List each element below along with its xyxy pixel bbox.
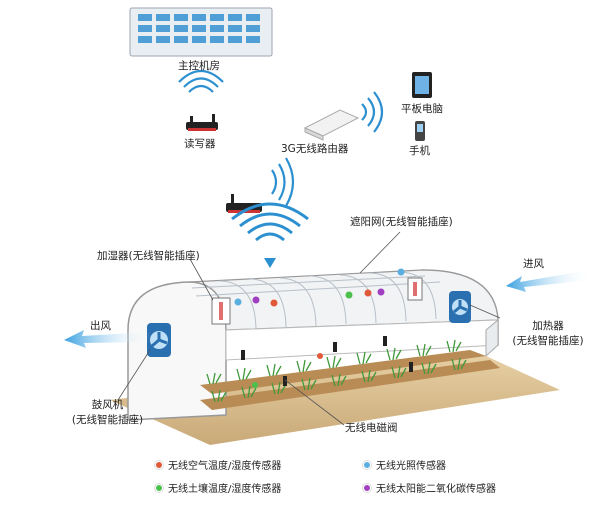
- control-room-label: 主控机房: [178, 60, 220, 72]
- legend-item: 无线空气温度/湿度传感器: [155, 457, 281, 472]
- reader-router-signal-icon: [271, 157, 295, 207]
- greenhouse-floor: [110, 356, 560, 445]
- air-out-arrow: [64, 330, 152, 348]
- valve-label: 无线电磁阀: [345, 422, 398, 434]
- soil-temp-humidity-sensor: [345, 291, 353, 299]
- planting-beds: [200, 336, 500, 410]
- legend-swatch: [155, 460, 163, 469]
- air-temp-humidity-sensor: [317, 353, 323, 359]
- legend-item: 无线太阳能二氧化碳传感器: [363, 480, 496, 495]
- legend-swatch: [155, 483, 163, 492]
- legend-label: 无线空气温度/湿度传感器: [168, 461, 282, 472]
- callout-lines: [117, 231, 501, 426]
- heater-label-line2: (无线智能插座): [512, 335, 584, 347]
- blower-label: 鼓风机 (无线智能插座): [55, 397, 160, 427]
- soil-temp-humidity-sensor: [252, 382, 258, 388]
- air-temp-humidity-sensor: [364, 289, 372, 297]
- sensor-markers: [234, 268, 405, 388]
- air-in-label: 进风: [523, 258, 544, 270]
- tablet-label: 平板电脑: [401, 103, 443, 115]
- control-room-server-icon: [129, 7, 273, 57]
- legend-item: 无线光照传感器: [363, 457, 446, 472]
- legend-swatch: [363, 483, 371, 492]
- heater-label: 加热器 (无线智能插座): [498, 318, 598, 348]
- air-in-arrow: [506, 270, 592, 292]
- air-out-label: 出风: [90, 320, 111, 332]
- router-3g-icon: [303, 109, 360, 141]
- blower-fan-icon: [147, 323, 171, 357]
- intake-fan-icon: [449, 291, 471, 323]
- reader-label: 读写器: [184, 138, 216, 150]
- sunshade-label: 遮阳网(无线智能插座): [350, 216, 453, 228]
- light-sensor: [234, 298, 242, 306]
- light-sensor: [397, 268, 405, 276]
- phone-icon: [415, 121, 425, 141]
- phone-label: 手机: [409, 145, 430, 157]
- legend-label: 无线太阳能二氧化碳传感器: [376, 484, 496, 495]
- blower-label-line2: (无线智能插座): [71, 414, 144, 426]
- humidifier-label: 加湿器(无线智能插座): [97, 250, 200, 262]
- heater-label-line1: 加热器: [532, 320, 564, 332]
- air-temp-humidity-sensor: [270, 299, 278, 307]
- legend-label: 无线光照传感器: [376, 461, 446, 472]
- tablet-icon: [412, 72, 432, 98]
- reader-signal-icon: [178, 69, 224, 93]
- router-3g-label: 3G无线路由器: [281, 143, 349, 155]
- legend-label: 无线土壤温度/湿度传感器: [168, 484, 282, 495]
- heater-device: [407, 277, 423, 301]
- co2-sensor: [252, 296, 260, 304]
- humidifier-device: [211, 297, 231, 325]
- blower-label-line1: 鼓风机: [91, 399, 124, 411]
- router-signal-icon: [361, 91, 384, 133]
- legend-swatch: [363, 460, 371, 469]
- reader-device-icon: [186, 114, 218, 131]
- co2-sensor: [377, 288, 385, 296]
- legend-item: 无线土壤温度/湿度传感器: [155, 480, 281, 495]
- greenhouse-signal-icon: [231, 202, 309, 268]
